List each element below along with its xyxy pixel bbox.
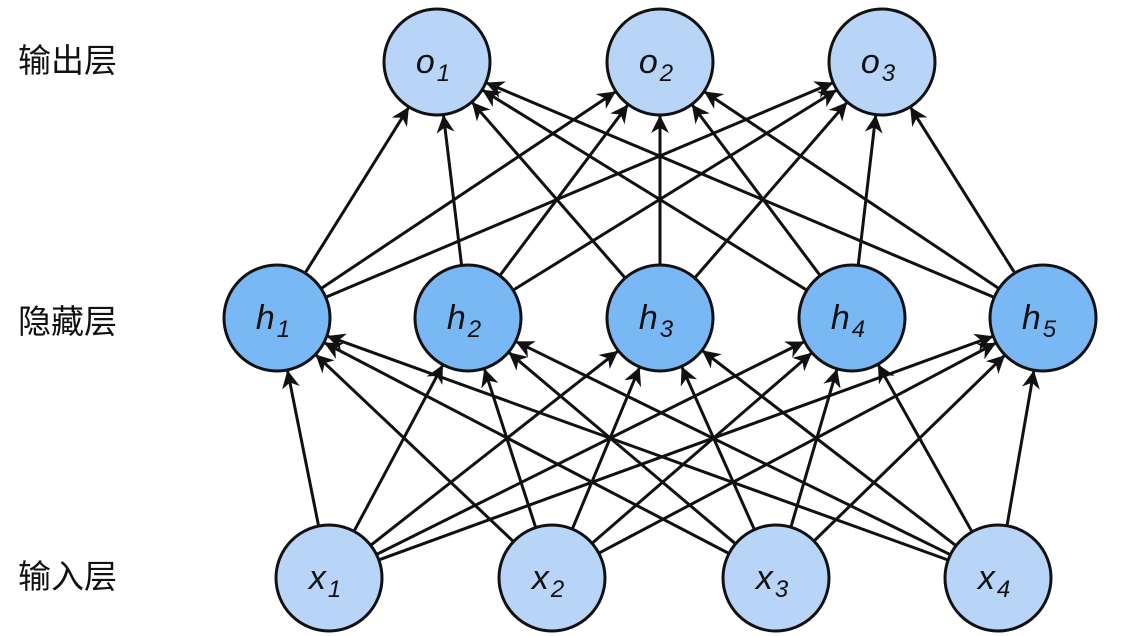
edge-h1-o1 [303, 107, 410, 274]
edge-h5-o1 [485, 81, 995, 299]
node-x3-label: x3 [754, 559, 789, 603]
node-h5-label: h5 [1022, 299, 1057, 343]
edge-h1-o3 [325, 81, 834, 299]
node-label-subscript: 1 [328, 576, 341, 603]
node-x1-circle [274, 523, 384, 633]
node-x2-label: x2 [530, 559, 564, 603]
node-label-subscript: 1 [277, 316, 290, 343]
edge-h2-o1 [436, 114, 464, 266]
node-label-base: x [307, 559, 327, 597]
node-h1: h1 [222, 263, 332, 373]
edge-x3-h5 [812, 354, 1006, 543]
edge-x4-h1 [326, 333, 949, 562]
edge-x4-h4 [877, 364, 974, 533]
node-o2: o2 [605, 7, 715, 117]
output-layer-label: 输出层 [18, 41, 117, 80]
edge-h2-o3 [512, 89, 837, 292]
node-h4-label: h4 [831, 299, 865, 343]
node-h1-label: h1 [256, 299, 290, 343]
node-x1-label: x1 [307, 559, 341, 603]
edge-h5-o3 [909, 106, 1017, 274]
node-label-subscript: 2 [467, 316, 481, 343]
node-x3-circle [721, 523, 831, 633]
edge-x2-h1 [315, 354, 515, 543]
edge-x4-h5 [1005, 370, 1040, 527]
node-label-subscript: 4 [997, 576, 1010, 603]
node-label-base: o [861, 43, 880, 81]
node-label-subscript: 3 [775, 576, 789, 603]
edge-x3-h2 [508, 351, 737, 545]
node-x4: x4 [943, 523, 1053, 633]
node-label-base: x [754, 559, 774, 597]
node-label-subscript: 1 [437, 60, 450, 87]
node-h4: h4 [797, 263, 907, 373]
node-label-base: h [639, 299, 658, 337]
hidden-layer-label: 隐藏层 [18, 302, 117, 341]
node-o3: o3 [827, 7, 937, 117]
node-x4-label: x4 [976, 559, 1010, 603]
node-label-base: x [976, 559, 996, 597]
node-label-base: x [530, 559, 550, 597]
node-h3-label: h3 [639, 299, 674, 343]
edge-h5-o2 [704, 90, 1000, 290]
edge-x2-h4 [591, 352, 813, 545]
edge-x4-h3 [701, 349, 957, 547]
input-layer-label: 输入层 [18, 557, 117, 596]
node-h3: h3 [605, 263, 715, 373]
edge-h3-o3 [693, 101, 848, 279]
node-label-subscript: 3 [660, 316, 674, 343]
node-x1: x1 [274, 523, 384, 633]
node-h3-circle [605, 263, 715, 373]
node-h2-circle [413, 263, 523, 373]
node-h2: h2 [413, 263, 523, 373]
edges [282, 81, 1040, 562]
edge-h4-o2 [691, 104, 822, 277]
node-o1-label: o1 [416, 43, 450, 87]
edge-h1-o2 [320, 90, 616, 290]
edge-h3-o1 [471, 101, 627, 279]
node-label-subscript: 3 [882, 60, 896, 87]
edge-h4-o1 [482, 89, 808, 292]
edge-x4-h2 [515, 340, 952, 557]
edge-x3-h3 [680, 366, 756, 531]
node-label-subscript: 2 [550, 576, 564, 603]
node-h5-circle [988, 263, 1098, 373]
node-o1: o1 [382, 7, 492, 117]
node-h5: h5 [988, 263, 1098, 373]
node-label-base: o [416, 43, 435, 81]
node-x4-circle [943, 523, 1053, 633]
edge-x1-h1 [282, 370, 321, 527]
node-x2-circle [497, 523, 607, 633]
node-label-subscript: 4 [852, 316, 865, 343]
node-o2-circle [605, 7, 715, 117]
node-label-subscript: 5 [1043, 316, 1057, 343]
node-o3-circle [827, 7, 937, 117]
node-label-subscript: 2 [659, 60, 673, 87]
node-o1-circle [382, 7, 492, 117]
edge-x3-h1 [324, 341, 730, 555]
node-h1-circle [222, 263, 332, 373]
node-label-base: h [447, 299, 466, 337]
node-o3-label: o3 [861, 43, 896, 87]
node-label-base: h [256, 299, 275, 337]
edge-x1-h4 [375, 340, 805, 556]
edge-x2-h5 [598, 341, 997, 555]
edge-x3-h4 [789, 368, 841, 528]
edge-x1-h2 [352, 364, 444, 533]
edge-x2-h3 [570, 367, 642, 530]
node-o2-label: o2 [639, 43, 673, 87]
node-label-base: h [831, 299, 850, 337]
node-x2: x2 [497, 523, 607, 633]
node-label-base: o [639, 43, 658, 81]
node-h2-label: h2 [447, 299, 481, 343]
node-x3: x3 [721, 523, 831, 633]
node-label-base: h [1022, 299, 1041, 337]
node-h4-circle [797, 263, 907, 373]
edge-h2-o2 [498, 104, 629, 277]
edge-x1-h3 [369, 350, 619, 547]
